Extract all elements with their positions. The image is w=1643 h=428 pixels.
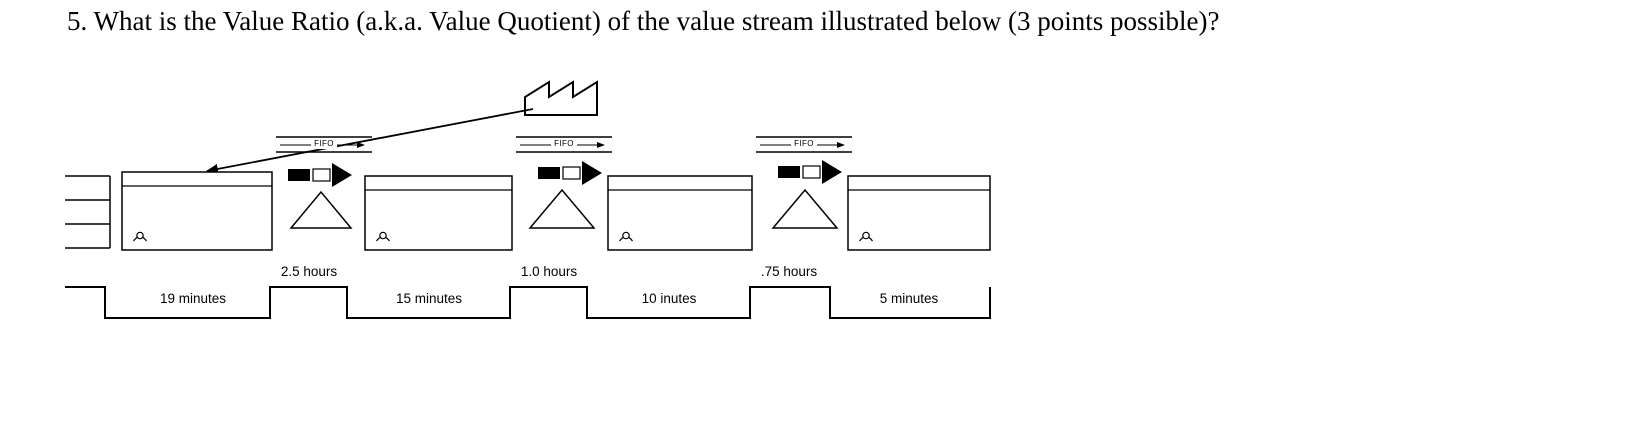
fifo-label-3: FIFO — [791, 139, 817, 149]
factory-icon — [524, 80, 598, 116]
wait-time-label-1: 2.5 hours — [280, 264, 338, 279]
wait-time-label-3: .75 hours — [760, 264, 818, 279]
wait-time-label-2: 1.0 hours — [520, 264, 578, 279]
process-box-2 — [364, 175, 513, 251]
inventory-triangle-1 — [289, 190, 353, 229]
question-title: 5. What is the Value Ratio (a.k.a. Value… — [67, 6, 1220, 36]
process-time-label-3: 10 inutes — [641, 291, 697, 306]
process-time-label-4: 5 minutes — [879, 291, 939, 306]
process-time-label-1: 19 minutes — [159, 291, 227, 306]
push-arrow-2 — [537, 160, 603, 186]
fifo-label-1: FIFO — [311, 139, 337, 149]
information-arrow — [206, 108, 534, 174]
push-arrow-3 — [777, 159, 843, 185]
process-box-3 — [607, 175, 753, 251]
inventory-triangle-3 — [771, 188, 839, 229]
fifo-label-2: FIFO — [551, 139, 577, 149]
inventory-triangle-2 — [528, 188, 596, 229]
timeline-ladder — [65, 286, 991, 319]
process-box-4 — [847, 175, 991, 251]
supplier-lines-icon — [65, 175, 111, 249]
process-box-1 — [121, 171, 273, 251]
process-time-label-2: 15 minutes — [395, 291, 463, 306]
push-arrow-1 — [287, 162, 353, 188]
